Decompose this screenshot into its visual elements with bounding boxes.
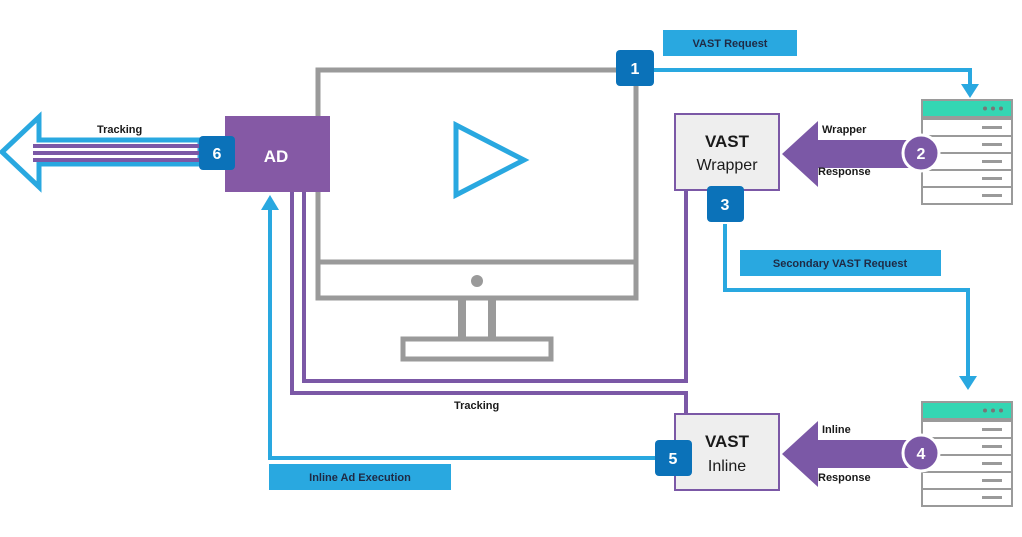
vast-request-arrowhead <box>961 84 979 98</box>
secondary-request-banner <box>740 250 941 276</box>
wrapper-response-top-label: Wrapper <box>822 124 867 136</box>
play-icon <box>453 120 530 200</box>
vast-inline-title: VAST <box>705 432 750 451</box>
badge-5: 5 <box>655 440 692 476</box>
vast-request-line <box>654 68 972 86</box>
svg-text:2: 2 <box>917 146 926 163</box>
badge-4: 4 <box>901 433 941 473</box>
svg-text:4: 4 <box>917 446 926 463</box>
svg-text:5: 5 <box>669 451 678 468</box>
inline-response-bottom-label: Response <box>818 472 871 484</box>
vast-wrapper-title: VAST <box>705 132 750 151</box>
ad-box <box>225 116 330 192</box>
secondary-request-label: Secondary VAST Request <box>773 258 908 270</box>
tracking-lines <box>290 190 688 414</box>
vast-inline-subtitle: Inline <box>708 458 746 475</box>
tracking-top-label: Tracking <box>97 124 142 136</box>
wrapper-response-bottom-label: Response <box>818 166 871 178</box>
svg-text:3: 3 <box>721 197 730 214</box>
wrapper-response-arrow <box>782 121 920 187</box>
secondary-request-line <box>723 224 970 378</box>
svg-text:1: 1 <box>631 61 640 78</box>
vast-inline-box <box>674 413 780 491</box>
monitor-icon <box>315 67 639 362</box>
ad-label: AD <box>264 147 289 166</box>
badge-2: 2 <box>901 133 941 173</box>
badge-6: 6 <box>199 136 235 170</box>
inline-response-top-label: Inline <box>822 424 851 436</box>
svg-text:6: 6 <box>213 146 222 163</box>
vast-request-label: VAST Request <box>693 38 768 50</box>
vast-wrapper-subtitle: Wrapper <box>696 157 758 174</box>
server-icon <box>921 99 1013 205</box>
inline-response-arrow <box>782 421 920 487</box>
badge-3: 3 <box>707 186 744 222</box>
inline-execution-label: Inline Ad Execution <box>309 472 411 484</box>
tracking-bottom-label: Tracking <box>454 400 499 412</box>
badge-1: 1 <box>616 50 654 86</box>
vast-wrapper-box <box>674 113 780 191</box>
inline-execution-line <box>268 208 657 460</box>
inline-execution-banner <box>269 464 451 490</box>
vast-request-banner <box>663 30 797 56</box>
inline-execution-arrowhead <box>261 195 279 210</box>
secondary-request-arrowhead <box>959 376 977 390</box>
server-icon <box>921 401 1013 507</box>
